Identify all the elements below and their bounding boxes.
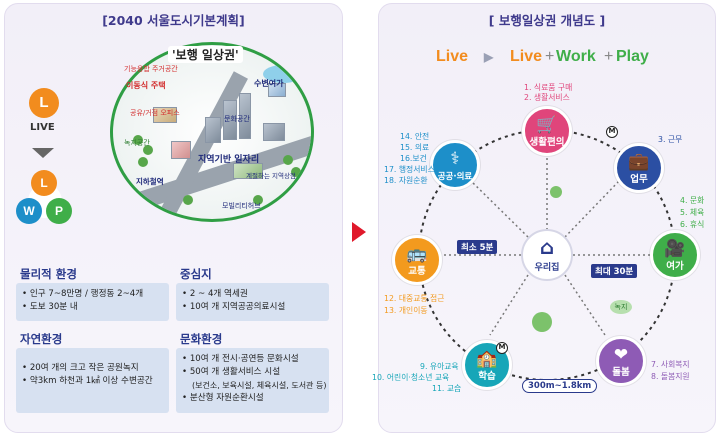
culture-env-item: • 10여 개 전시·공연등 문화시설 xyxy=(182,354,299,364)
node-care: ❤ 돌봄 xyxy=(596,336,646,386)
label-jobs: 지역기반 일자리 xyxy=(198,155,260,165)
culture-env-title: 문화환경 xyxy=(180,332,223,346)
live-badge: L xyxy=(29,88,59,118)
svc-learning-1: 9. 유아교육 xyxy=(420,362,459,371)
walking-zone-title: '보행 일상권' xyxy=(168,46,243,63)
school-icon: 🏫 xyxy=(476,349,498,369)
label-seasonal-shop: 계절하는 지역상점 xyxy=(246,172,296,180)
center-item: • 2 ~ 4개 역세권 xyxy=(182,289,248,299)
camera-icon: 🎥 xyxy=(664,239,686,259)
physical-env-item: • 인구 7~8만명 / 행정동 2~4개 xyxy=(22,289,144,299)
slogan-live: Live xyxy=(436,48,469,65)
left-panel-title: [2040 서울도시기본계획] xyxy=(102,13,245,28)
svc-leisure-2: 5. 체육 xyxy=(680,208,705,217)
label-shared-office: 공유/거점 오피스 xyxy=(130,109,180,117)
label-waterfront: 수변여가 xyxy=(254,79,284,88)
home-icon: ⌂ xyxy=(539,235,555,259)
home-hub: ⌂ 우리집 xyxy=(521,229,573,281)
slogan-play: Play xyxy=(616,48,649,65)
svc-public-2: 15. 의료 xyxy=(400,143,430,152)
svc-learning-2: 10. 어린이·청소년 교육 xyxy=(372,373,450,382)
green-mini-label: 녹지 xyxy=(610,300,632,314)
culture-env-item: • 분산형 자원순환시설 xyxy=(182,393,264,403)
down-arrow-icon xyxy=(32,148,54,158)
nature-env-title: 자연환경 xyxy=(20,332,63,346)
slogan-plus1: + xyxy=(545,48,555,65)
home-hub-label: 우리집 xyxy=(534,263,560,273)
physical-env-title: 물리적 환경 xyxy=(20,267,77,281)
slogan-arrow-icon: ▶ xyxy=(484,50,494,64)
distance-range-tag: 300m~1.8km xyxy=(522,379,598,393)
heart-hands-icon: ❤ xyxy=(613,345,629,365)
lwp-p-badge: P xyxy=(46,198,72,224)
svc-leisure-1: 4. 문화 xyxy=(680,196,705,205)
node-work: 💼 업무 xyxy=(614,143,664,193)
min-distance-tag: 최소 5분 xyxy=(457,240,498,254)
slogan-work: Work xyxy=(556,48,596,65)
svc-public-1: 14. 안전 xyxy=(400,132,430,141)
slogan-live2: Live xyxy=(510,48,543,65)
center-box: • 2 ~ 4개 역세권 • 10여 개 지역공공의료시설 xyxy=(176,283,329,321)
lwp-w-badge: W xyxy=(16,198,42,224)
nature-env-item: • 약3km 하천과 1㎢ 이상 수변공간 xyxy=(22,376,153,386)
svc-work-1: 3. 근무 xyxy=(658,135,683,144)
nature-env-item: • 20여 개의 크고 작은 공원녹지 xyxy=(22,363,139,373)
culture-env-item: • 50여 개 생활서비스 시설 xyxy=(182,367,281,377)
svc-public-3: 16.보건 xyxy=(400,154,427,163)
svc-public-4: 17. 행정서비스 xyxy=(384,165,435,174)
svc-shopping-1: 1. 식료품 구매 xyxy=(524,83,573,92)
svc-shopping-2: 2. 생활서비스 xyxy=(524,93,570,102)
center-item: • 10여 개 지역공공의료시설 xyxy=(182,302,286,312)
max-distance-tag: 최대 30분 xyxy=(591,264,638,278)
tree-icon xyxy=(532,312,552,332)
label-subway: 지하철역 xyxy=(136,177,164,186)
shopping-cart-icon: 🛒 xyxy=(536,115,558,135)
label-mobile-housing: 이동식 주택 xyxy=(126,81,166,90)
right-panel-title: [ 보행일상권 개념도 ] xyxy=(488,13,606,28)
lwp-l-badge: L xyxy=(31,170,57,196)
svc-leisure-3: 6. 휴식 xyxy=(680,220,705,229)
node-leisure: 🎥 여가 xyxy=(650,230,700,280)
node-transport: 🚌 교통 xyxy=(392,235,442,285)
label-mobility-hub: 모빌리티허브 xyxy=(222,202,261,210)
physical-env-box: • 인구 7~8만명 / 행정동 2~4개 • 도보 30분 내 xyxy=(16,283,169,321)
lwp-cluster: L W P xyxy=(14,170,76,230)
culture-env-subitem: (보건소, 보육시설, 체육시설, 도서관 등) xyxy=(192,381,327,390)
svc-care-1: 7. 사회복지 xyxy=(651,360,690,369)
live-caption: LIVE xyxy=(30,122,55,133)
culture-env-box: • 10여 개 전시·공연등 문화시설 • 50여 개 생활서비스 시설 (보건… xyxy=(176,348,329,413)
physical-env-item: • 도보 30분 내 xyxy=(22,302,78,312)
walking-zone-illustration xyxy=(110,42,314,222)
metro-icon: M xyxy=(606,126,618,138)
center-title: 중심지 xyxy=(180,267,212,281)
slogan-plus2: + xyxy=(604,48,614,65)
svc-care-2: 8. 돌봄지원 xyxy=(651,372,690,381)
transition-arrow-icon xyxy=(352,222,366,242)
svc-public-5: 18. 자원순환 xyxy=(384,176,428,185)
briefcase-icon: 💼 xyxy=(628,152,650,172)
metro-icon-2: M xyxy=(496,342,508,354)
bus-icon: 🚌 xyxy=(406,244,428,264)
svc-transport-2: 13. 개인이동 xyxy=(384,306,428,315)
nature-env-box: • 20여 개의 크고 작은 공원녹지 • 약3km 하천과 1㎢ 이상 수변공… xyxy=(16,348,169,413)
svc-learning-3: 11. 교습 xyxy=(432,384,462,393)
label-green: 녹지공간 xyxy=(124,139,150,147)
tree-icon-2 xyxy=(550,186,562,198)
label-housing: 기능융합 주거공간 xyxy=(124,65,178,73)
node-public-medical: ⚕ 공공·의료 xyxy=(430,140,480,190)
svc-transport-1: 12. 대중교통 접근 xyxy=(384,294,445,303)
node-shopping: 🛒 생활편의 xyxy=(522,106,572,156)
stethoscope-icon: ⚕ xyxy=(450,149,460,169)
label-culture: 문화공간 xyxy=(224,115,250,123)
